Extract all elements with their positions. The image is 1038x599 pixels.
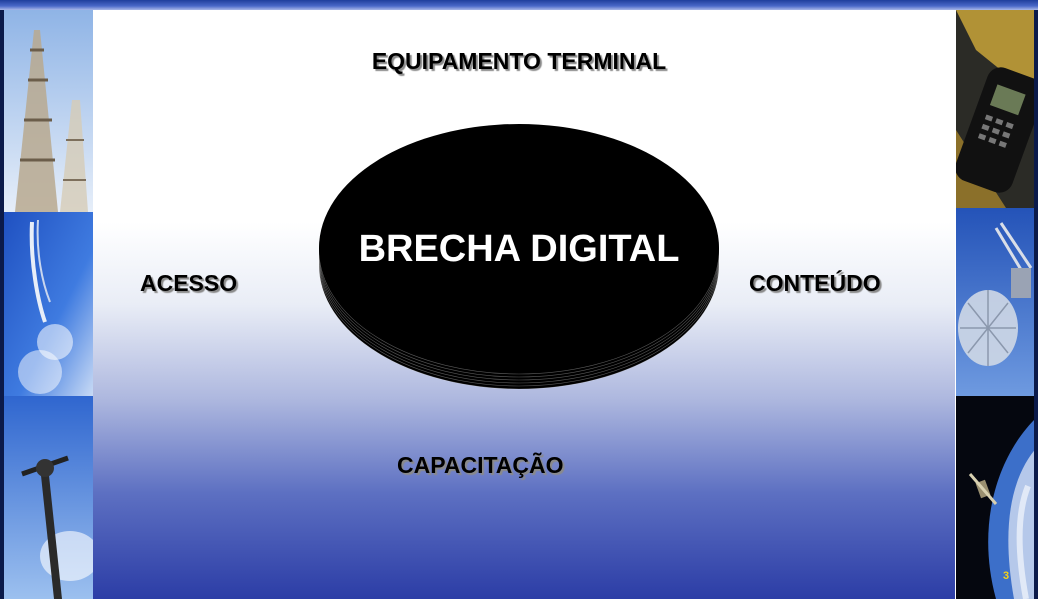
tower-photo xyxy=(0,10,93,212)
sky-streak-photo xyxy=(0,212,93,396)
ellipse-shape xyxy=(318,124,720,390)
page-number: 3 xyxy=(1003,570,1010,582)
label-equipamento-terminal: EQUIPAMENTO TERMINAL xyxy=(371,48,667,74)
brecha-digital-ellipse: BRECHA DIGITAL xyxy=(313,123,725,393)
mobile-phone-photo xyxy=(956,10,1038,208)
antenna-pole-photo xyxy=(0,396,93,599)
satellite-earth-photo xyxy=(956,396,1038,599)
top-blue-bar xyxy=(0,0,1038,10)
brecha-digital-text: BRECHA DIGITAL xyxy=(358,228,680,270)
label-capacitacao: CAPACITAÇÃO xyxy=(397,452,564,478)
satellite-dish-photo xyxy=(956,208,1038,396)
label-acesso: ACESSO xyxy=(140,270,238,296)
label-conteudo: CONTEÚDO xyxy=(749,270,881,296)
